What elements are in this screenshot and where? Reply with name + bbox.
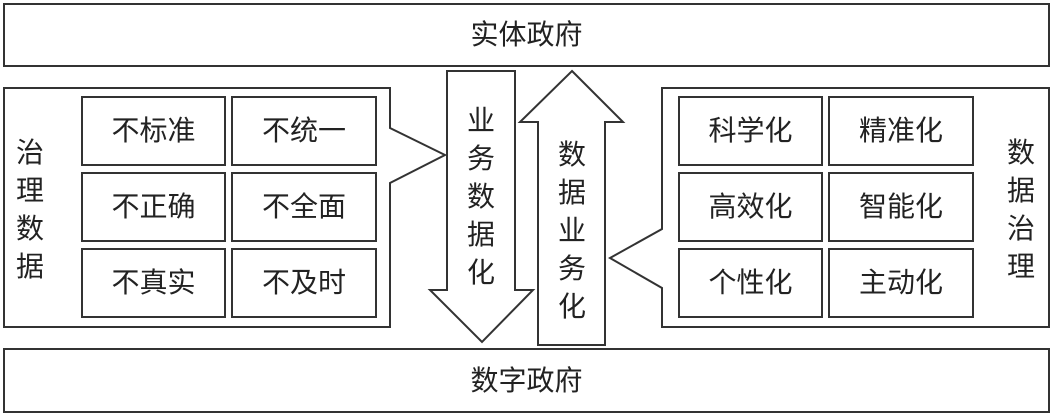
up-arrow-char: 数 [557,138,586,171]
up-arrow-char: 业 [557,214,586,247]
right-cell-box [678,172,823,242]
left-cell-label: 不统一 [261,114,346,147]
left-panel-char: 治 [15,136,44,169]
left-cell-box [231,248,377,318]
right-cell-box [828,248,974,318]
down-arrow-char: 数 [466,180,495,213]
right-cell-label: 科学化 [708,114,793,147]
right-cell-label: 智能化 [858,190,943,223]
up-arrow-label: 数 据 业 务 化 [555,136,589,326]
left-cell-label: 不全面 [261,190,346,223]
left-cell-box [81,172,226,242]
left-cell-box [231,172,377,242]
down-arrow-label: 业 务 数 据 化 [464,102,498,292]
right-panel-char: 治 [1006,212,1035,245]
right-cell-label: 精准化 [858,114,943,147]
up-arrow-char: 化 [557,290,586,323]
left-cell-label: 不标准 [111,114,196,147]
right-cell-label: 主动化 [858,266,943,299]
right-panel-label: 数 据 治 理 [1004,134,1038,286]
up-arrow-char: 务 [557,252,586,285]
left-cell-label: 不真实 [111,266,196,299]
left-panel-char: 据 [15,250,44,283]
down-arrow-char: 化 [466,256,495,289]
up-arrow [517,69,626,346]
down-arrow-char: 务 [466,142,495,175]
left-panel-label: 治 理 数 据 [13,134,47,286]
right-cell-box [678,96,823,166]
left-cell-label: 不正确 [111,190,196,223]
right-cell-label: 高效化 [708,190,793,223]
up-arrow-char: 据 [557,176,586,209]
down-arrow-char: 据 [466,218,495,251]
top-box [3,3,1050,67]
left-cell-box [81,96,226,166]
left-cell-label: 不及时 [261,266,346,299]
right-cell-label: 个性化 [708,266,793,299]
bottom-box [3,348,1050,413]
right-panel-char: 数 [1006,136,1035,169]
left-panel-char: 理 [15,174,44,207]
right-panel-char: 据 [1006,174,1035,207]
right-cell-box [828,96,974,166]
top-box-label: 实体政府 [470,18,583,51]
bottom-box-label: 数字政府 [470,363,583,397]
right-cell-box [678,248,823,318]
left-cell-box [81,248,226,318]
left-cell-box [231,96,377,166]
left-panel-char: 数 [15,212,44,245]
right-cell-box [828,172,974,242]
down-arrow [427,70,536,344]
right-panel-char: 理 [1006,250,1035,283]
down-arrow-char: 业 [466,104,495,137]
